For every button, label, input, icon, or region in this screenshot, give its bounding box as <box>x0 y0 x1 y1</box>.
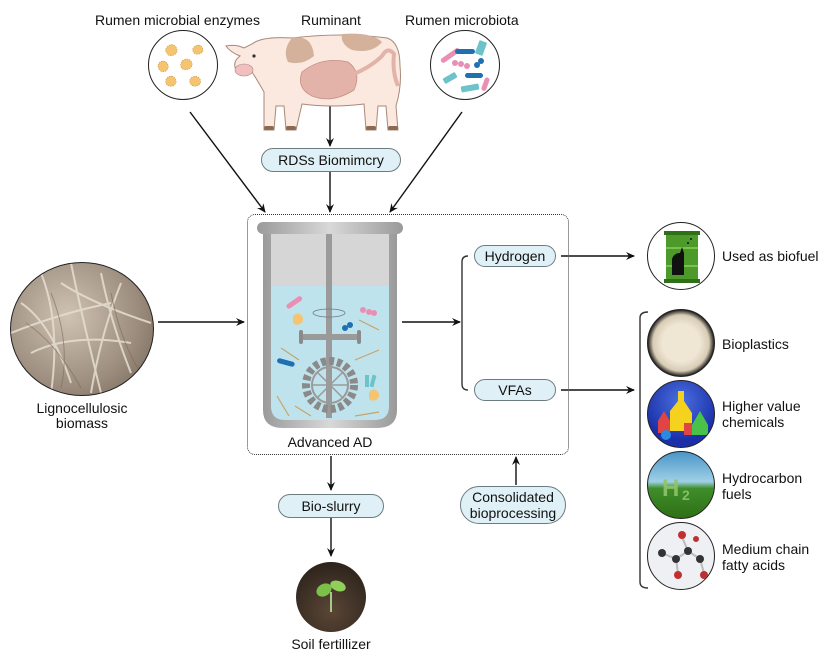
hydrocarbon-label-line2: fuels <box>722 486 752 502</box>
ruminant-label: Ruminant <box>301 12 361 28</box>
molecule-icon <box>658 531 708 579</box>
cow-icon <box>225 33 401 131</box>
fuel-barrel-icon <box>664 231 700 283</box>
enzyme-blobs-icon <box>157 44 204 87</box>
fertilizer-label: Soil fertillizer <box>291 636 371 652</box>
consolidated-bioprocessing-pill: Consolidated bioprocessing <box>460 486 566 524</box>
biomass-label-line2: biomass <box>55 415 109 431</box>
products-bracket <box>461 255 469 391</box>
mcfa-image <box>647 522 715 590</box>
microbiota-circle <box>430 30 500 100</box>
chemicals-image <box>647 380 715 448</box>
seedling-icon <box>316 580 346 612</box>
biomimicry-pill: RDSs Biomimcry <box>261 148 401 172</box>
bioslurry-pill: Bio-slurry <box>278 494 384 518</box>
straw-icon <box>11 263 152 394</box>
arrow-enzymes-to-reactor <box>189 111 266 213</box>
biofuel-label: Used as biofuel <box>722 248 819 264</box>
vfas-pill: VFAs <box>474 379 556 401</box>
lignocellulosic-biomass-image <box>10 262 154 396</box>
cbp-line2: bioprocessing <box>469 505 557 521</box>
h2-leaf-icon: H 2 <box>662 475 690 503</box>
chemicals-label-line2: chemicals <box>722 414 785 430</box>
arrow-microbiota-to-reactor <box>389 111 463 213</box>
reactor-label: Advanced AD <box>287 434 373 450</box>
bioplastics-image <box>647 309 715 377</box>
biomass-label-line1: Lignocellulosic <box>36 400 128 416</box>
biofuel-circle <box>647 222 715 290</box>
uses-bracket <box>639 311 649 589</box>
soil-fertilizer-image <box>296 562 366 632</box>
enzymes-circle <box>148 30 218 100</box>
svg-text:H: H <box>662 475 679 502</box>
hydrogen-pill: Hydrogen <box>474 245 556 267</box>
hydrocarbon-label-line1: Hydrocarbon <box>722 470 803 486</box>
mcfa-label-line2: fatty acids <box>722 557 786 573</box>
svg-text:2: 2 <box>682 487 690 503</box>
microbiota-label: Rumen microbiota <box>405 12 519 28</box>
mcfa-label-line1: Medium chain <box>722 541 810 557</box>
enzymes-label: Rumen microbial enzymes <box>95 12 260 28</box>
flasks-icon <box>658 391 708 440</box>
cbp-line1: Consolidated <box>472 489 554 505</box>
hydrocarbon-fuels-image: H 2 <box>647 451 715 519</box>
microbes-icon <box>440 40 490 93</box>
chemicals-label-line1: Higher value <box>722 398 801 414</box>
bioplastics-label: Bioplastics <box>722 336 789 352</box>
reactor-icon <box>257 222 403 428</box>
advanced-ad-system-box <box>247 214 569 455</box>
